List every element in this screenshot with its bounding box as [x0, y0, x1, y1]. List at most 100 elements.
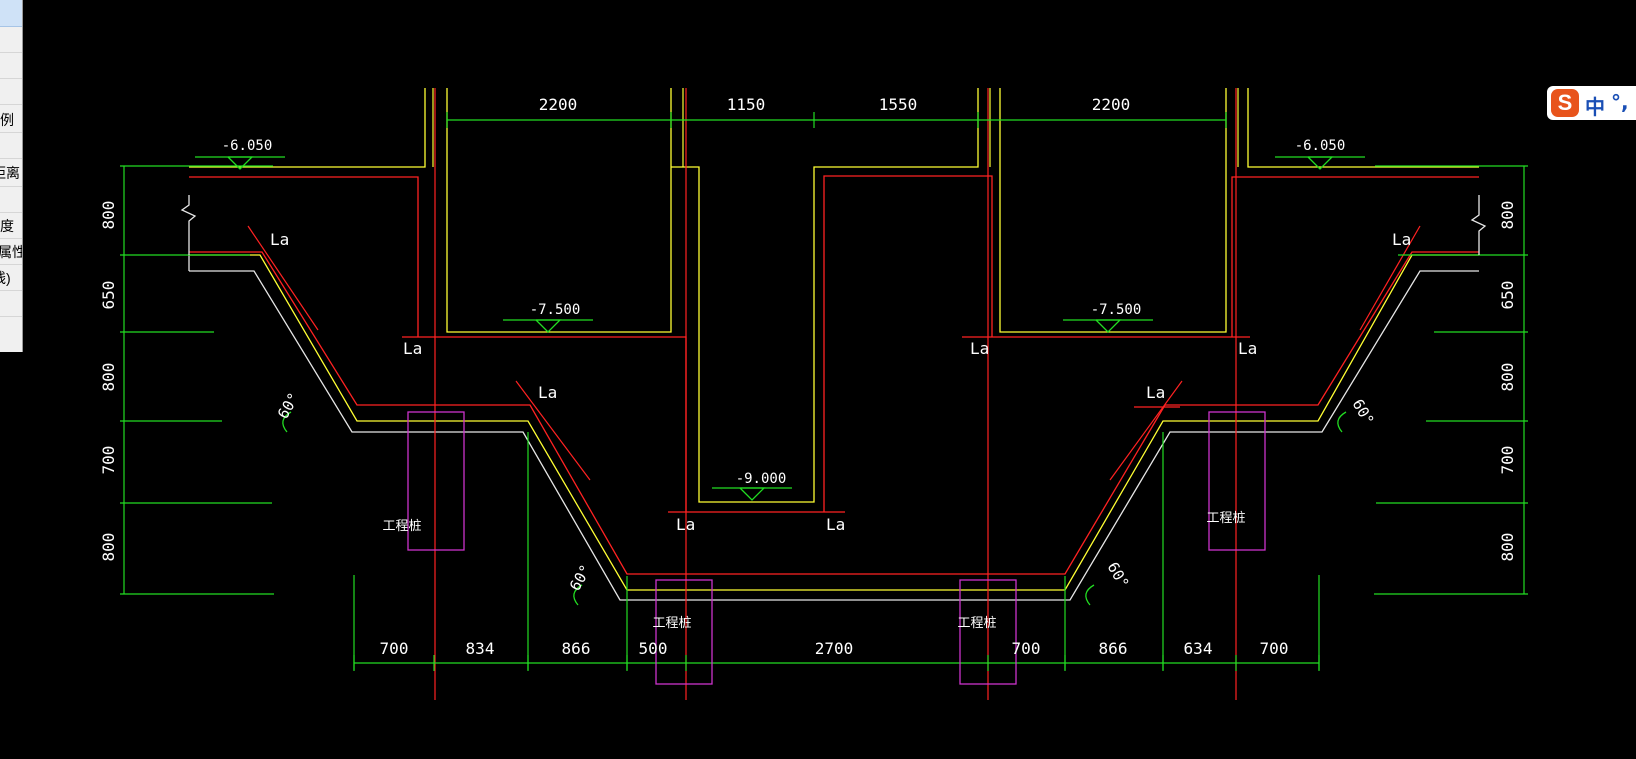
- elevation-marker: [1095, 319, 1122, 333]
- elevation-marker: [227, 156, 254, 170]
- bottom-dim-2: 834: [466, 639, 495, 658]
- pile-label: 工程桩: [957, 616, 996, 631]
- left-dim-5: 800: [99, 533, 118, 562]
- top-dim-1: 2200: [539, 95, 578, 114]
- left-dim-1: 800: [99, 201, 118, 230]
- pile-rect: [407, 411, 465, 551]
- pile-rect: [959, 579, 1017, 685]
- outline-yellow: [189, 88, 426, 168]
- anchor-label: La: [970, 339, 989, 358]
- left-dim-3: 800: [99, 363, 118, 392]
- anchor-red: [1359, 225, 1421, 331]
- elevation-pit-left: -7.500: [530, 302, 581, 318]
- elevation-marker: [535, 319, 562, 333]
- pit-right-yellow: [999, 88, 1227, 333]
- pile-label: 工程桩: [382, 519, 421, 534]
- bottom-dim-8: 634: [1184, 639, 1213, 658]
- rebar-red: [189, 251, 1479, 575]
- panel-header-selected[interactable]: [0, 0, 22, 27]
- pile-rect: [655, 579, 713, 685]
- anchor-label: La: [1146, 383, 1165, 402]
- panel-divider: [0, 212, 22, 213]
- elevation-center: -9.000: [736, 471, 787, 487]
- panel-divider: [0, 78, 22, 79]
- panel-item-distance[interactable]: 距离: [0, 165, 20, 181]
- panel-divider: [0, 316, 22, 317]
- rebar-red: [1231, 176, 1479, 337]
- pile-label: 工程桩: [652, 616, 691, 631]
- rebar-red: [189, 176, 419, 337]
- elevation-marker: [739, 487, 766, 501]
- properties-panel: 例 距离 度 属性 线): [0, 0, 23, 352]
- bottom-dim-3: 866: [562, 639, 591, 658]
- top-dim-4: 2200: [1092, 95, 1131, 114]
- anchor-label: La: [676, 515, 695, 534]
- outline-yellow: [1247, 88, 1479, 168]
- right-dim-2: 650: [1498, 281, 1517, 310]
- ime-punctuation-toggle[interactable]: °,: [1611, 90, 1629, 114]
- anchor-red: [1109, 380, 1183, 481]
- panel-divider: [0, 104, 22, 105]
- anchor-label: La: [826, 515, 845, 534]
- break-symbol: [180, 195, 197, 255]
- right-dim-1: 800: [1498, 201, 1517, 230]
- anchor-red: [247, 225, 319, 331]
- panel-divider: [0, 52, 22, 53]
- top-dim-3: 1550: [879, 95, 918, 114]
- angle-arc: [1337, 411, 1347, 433]
- ime-toolbar[interactable]: S 中 °,: [1547, 86, 1636, 120]
- panel-divider: [0, 264, 22, 265]
- panel-divider: [0, 290, 22, 291]
- bottom-dim-9: 700: [1260, 639, 1289, 658]
- panel-divider: [0, 186, 22, 187]
- angle-label: 60°: [1349, 396, 1378, 428]
- panel-divider: [0, 238, 22, 239]
- anchor-label: La: [1392, 230, 1411, 249]
- elevation-pit-right: -7.500: [1091, 302, 1142, 318]
- elevation-outer-right: -6.050: [1295, 138, 1346, 154]
- left-dim-2: 650: [99, 281, 118, 310]
- drawing-geometry: [120, 88, 1528, 700]
- panel-divider: [0, 158, 22, 159]
- right-dim-5: 800: [1498, 533, 1517, 562]
- anchor-label: La: [403, 339, 422, 358]
- angle-label: 60°: [566, 562, 595, 594]
- bottom-dim-7: 866: [1099, 639, 1128, 658]
- bottom-dim-6: 700: [1012, 639, 1041, 658]
- pit-center-yellow: [671, 88, 979, 503]
- bottom-dim-5: 2700: [815, 639, 854, 658]
- sogou-logo-icon[interactable]: S: [1551, 89, 1579, 117]
- anchor-label: La: [270, 230, 289, 249]
- break-symbol: [1470, 195, 1487, 255]
- angle-arc: [573, 584, 583, 606]
- rebar-red: [823, 175, 993, 512]
- panel-item-properties[interactable]: 属性: [0, 242, 22, 262]
- right-dim-3: 800: [1498, 363, 1517, 392]
- elevation-outer-left: -6.050: [222, 138, 273, 154]
- anchor-label: La: [538, 383, 557, 402]
- pile-label: 工程桩: [1206, 511, 1245, 526]
- anchor-label: La: [1238, 339, 1257, 358]
- angle-label: 60°: [1104, 559, 1133, 591]
- left-dim-4: 700: [99, 446, 118, 475]
- angle-label: 60°: [274, 390, 303, 422]
- rebar-red: [402, 336, 687, 512]
- angle-arc: [282, 411, 292, 433]
- right-dim-4: 700: [1498, 446, 1517, 475]
- anchor-red: [515, 380, 591, 481]
- panel-item-degree[interactable]: 度: [0, 218, 14, 234]
- ime-mode-toggle[interactable]: 中: [1585, 95, 1605, 119]
- top-dim-2: 1150: [727, 95, 766, 114]
- bottom-dim-4: 500: [639, 639, 668, 658]
- elevation-marker: [1307, 156, 1334, 170]
- drawing-labels: 2200 1150 1550 2200 700 834 866 500 2700…: [99, 95, 1517, 658]
- panel-item-line[interactable]: 线): [0, 270, 11, 286]
- pile-rect: [1208, 411, 1266, 551]
- bottom-dim-1: 700: [380, 639, 409, 658]
- panel-divider: [0, 132, 22, 133]
- panel-item-scale[interactable]: 例: [0, 112, 14, 128]
- outline-white: [189, 270, 1479, 601]
- pit-left-yellow: [446, 88, 672, 333]
- outline-yellow: [189, 254, 1479, 591]
